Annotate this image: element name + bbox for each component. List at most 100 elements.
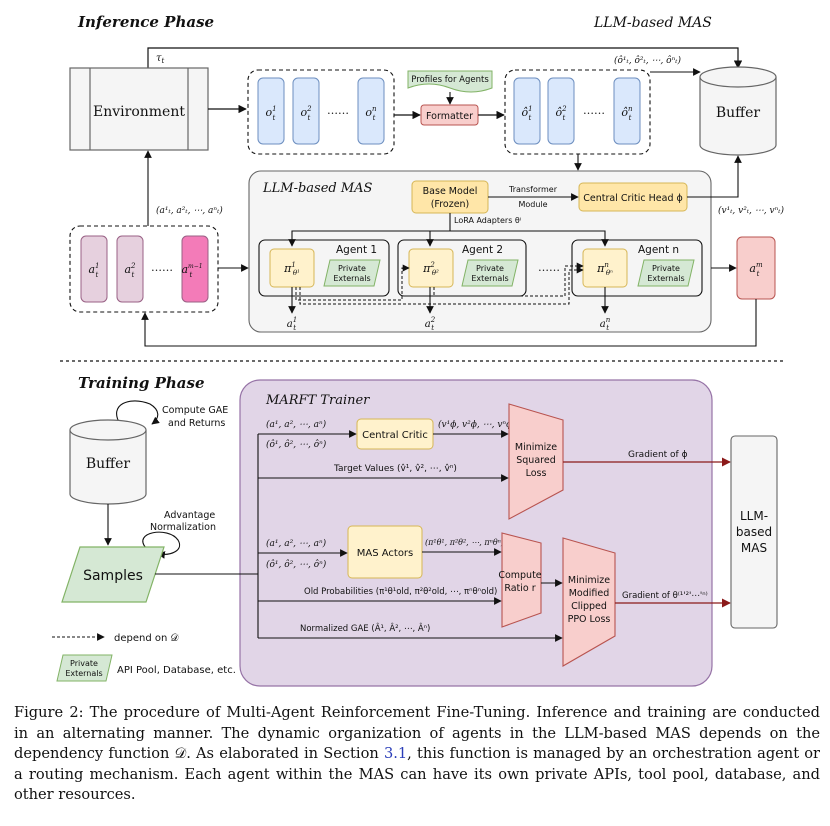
legend-externals-shape [56,654,113,682]
agent-1-ext-line2: Externals [333,274,370,283]
agent-1-name: Agent 1 [336,244,377,256]
gae-label: Normalized GAE (Â¹, Â², ⋯, Âⁿ) [300,622,430,634]
training-phase-title: Training Phase [78,374,205,392]
buffer-input-label: (ô¹ₜ, ô²ₜ, ⋯, ôⁿₜ) [614,55,681,66]
marft-diagram: Inference Phase LLM-based MAS τt Environ… [52,13,785,687]
action-box-m-1 [181,235,209,303]
grad-theta-label: Gradient of θ⁽¹'²'⋯'ⁿ⁾ [622,591,708,601]
obs-dots: …… [327,104,349,117]
base-model-line1: Base Model [423,186,478,197]
agent-n-ext-line1: Private [652,264,680,273]
training-buffer: Buffer [69,419,147,505]
actor-out: (π¹θ¹, π²θ², ⋯, πⁿθⁿ) [425,538,504,547]
base-model-line2: (Frozen) [431,199,470,210]
values-label: (v¹ₜ, v²ₜ, ⋯, vⁿₜ) [718,205,784,216]
target-values-label: Target Values (v̂¹, v̂², ⋯, v̂ⁿ) [333,463,457,474]
formatter-label: Formatter [426,111,473,122]
agent-2-ext-line1: Private [476,264,504,273]
samples-label: Samples [83,568,143,584]
agent-2-ext-line2: Externals [471,274,508,283]
marft-trainer-title: MARFT Trainer [265,393,370,408]
training-llm-mas-box [730,435,778,629]
tau-label: τt [156,53,165,65]
agent-1-ext-line1: Private [338,264,366,273]
adv-line2: Normalization [150,522,216,533]
observation-group [247,69,395,155]
adv-line1: Advantage [164,510,215,521]
actions-dots: …… [151,261,173,274]
compute-ratio [501,532,542,628]
compute-gae-line2: and Returns [168,418,225,429]
ppo-line2: Modified [569,588,610,599]
min-sq-line3: Loss [526,468,547,479]
obs-box-1 [257,77,285,145]
ppo-line4: PPO Loss [568,614,611,625]
actor-in-1: (a¹, a², ⋯, aⁿ) [266,538,327,549]
training-mas-line2: based [736,525,772,539]
actions-label: (a¹ₜ, a²ₜ, ⋯, aⁿₜ) [156,205,223,216]
obs-box-n [357,77,385,145]
fobs-box-1 [513,77,541,145]
final-action-loop-arrow [141,299,757,347]
min-sq-line2: Squared [516,455,555,466]
fobs-box-n [613,77,641,145]
env-to-buffer-arrow [147,47,743,69]
compute-gae-loop [116,400,160,425]
adv-norm-loop [142,531,180,559]
legend-ext-line1: Private [70,659,98,668]
lora-to-agent2 [426,230,450,247]
llm-mas-box-title: LLM-based MAS [262,181,373,196]
central-critic-label: Central Critic [362,430,428,441]
critic-to-buffer-arrow [687,155,742,198]
transformer-line1: Transformer [508,185,558,194]
legend-dep-label: depend on 𝒟 [114,633,178,644]
agent-n-externals [637,259,695,287]
ppo-line3: Clipped [571,601,607,612]
inference-buffer: Buffer [699,66,777,156]
transformer-line2: Module [518,200,547,209]
lora-to-agent1 [288,230,450,247]
lora-label: LoRA Adapters θⁱ [454,216,521,225]
lora-to-agentn [450,230,609,247]
ratio-line2: Ratio r [504,583,535,594]
agent-1-externals [323,259,381,287]
critic-out: (v¹ϕ, v²ϕ, ⋯, vⁿϕ) [438,419,516,430]
inference-buffer-label: Buffer [716,105,761,121]
obs-box-2 [292,77,320,145]
grad-phi-label: Gradient of ϕ [628,450,688,460]
agents-dots: …… [538,261,560,274]
min-squared-loss [508,403,564,520]
dep-agent1-to-agentn [299,266,584,305]
section-reference-link[interactable]: 3.1 [383,745,408,762]
agent-n-name: Agent n [638,244,679,256]
critic-in-1: (a¹, a², ⋯, aⁿ) [266,419,327,430]
fobs-box-2 [547,77,575,145]
caption-part1: Figure 2: The procedure of Multi-Agent R… [14,704,820,762]
samples-box [61,546,165,603]
training-mas-line3: MAS [741,541,767,555]
figure-caption: Figure 2: The procedure of Multi-Agent R… [14,703,820,806]
training-buffer-label: Buffer [86,456,131,472]
critic-in-2: (ô¹, ô², ⋯, ôⁿ) [266,439,327,450]
agent-n-ext-line2: Externals [647,274,684,283]
mas-actors-label: MAS Actors [357,548,414,559]
agent-2-externals [461,259,519,287]
critic-head-label: Central Critic Head ϕ [583,193,683,204]
training-mas-line1: LLM- [740,509,768,523]
